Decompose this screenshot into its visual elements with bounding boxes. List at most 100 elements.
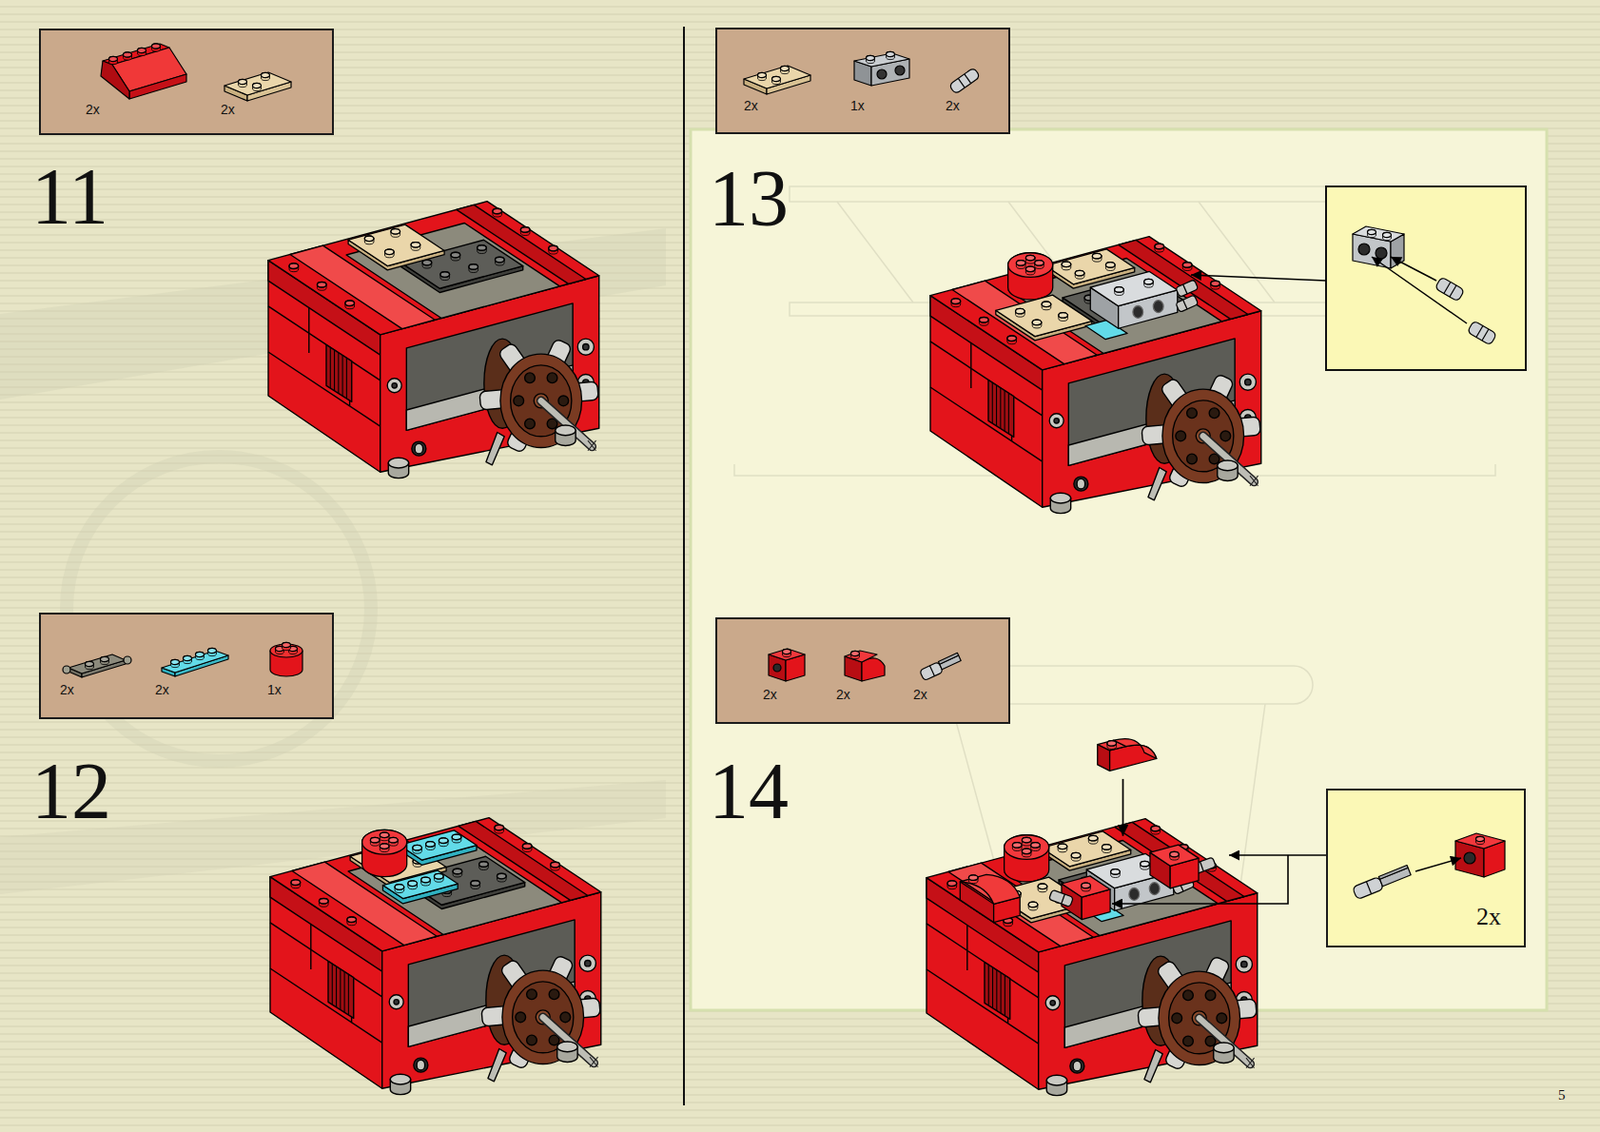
step-number: 13 (708, 158, 789, 239)
model-step-12 (362, 829, 477, 903)
part-count: 2x (155, 682, 170, 697)
model-step-11 (348, 224, 445, 271)
callout-14-art (1463, 852, 1476, 864)
callout-13 (1443, 281, 1451, 293)
callout-13 (1383, 232, 1392, 240)
parts-step-12 (195, 651, 205, 660)
callout-13 (1326, 186, 1526, 371)
callout-14-art (1352, 833, 1505, 900)
parts-box-grounds (715, 617, 1011, 724)
callout-14-art (1476, 836, 1485, 844)
parts-step-11 (129, 74, 187, 99)
part-count: 2x (913, 687, 928, 702)
parts-step-12 (85, 661, 95, 669)
parts-box-grounds (39, 28, 334, 136)
model-step-11 (268, 201, 600, 479)
part-count: 2x (59, 682, 75, 697)
callout-14-art (1352, 877, 1385, 900)
callout-13 (1434, 276, 1464, 302)
part-count: 2x (945, 98, 960, 113)
parts-step-14 (773, 663, 781, 672)
part-count: 1x (267, 682, 282, 697)
parts-step-14 (929, 665, 935, 677)
step-number: 14 (708, 751, 789, 832)
parts-box-grounds (1326, 788, 1526, 948)
model-step-11 (268, 201, 600, 479)
parts-box-grounds (39, 612, 334, 720)
callout-13 (1352, 226, 1405, 242)
callout-13 (1326, 186, 1526, 371)
highlight-panel (690, 129, 1547, 1011)
parts-step-12 (183, 655, 193, 664)
model-step-14 (926, 739, 1258, 1096)
part-count: 2x (836, 687, 851, 702)
part-count: 2x (743, 98, 759, 113)
parts-step-13 (866, 55, 876, 63)
callout-14-art (1365, 881, 1371, 895)
new-part (1097, 739, 1157, 772)
parts-step-14 (768, 648, 962, 682)
column-divider (682, 26, 685, 1106)
parts-step-14 (844, 650, 878, 663)
parts-step-12 (161, 650, 229, 673)
parts-step-12 (68, 654, 126, 674)
parts-step-11 (224, 72, 292, 101)
page-number: 5 (1558, 1088, 1566, 1103)
parts-list-box: 2x1x2x (715, 27, 1011, 135)
part-count: 2x (85, 102, 100, 117)
callout-13 (1371, 256, 1467, 324)
callout-13 (1466, 320, 1497, 346)
parts-list-box: 2x 2x 2x (715, 617, 1011, 724)
parts-step-12 (100, 656, 110, 664)
parts-step-12 (62, 642, 303, 678)
parts-step-12 (123, 656, 132, 664)
parts-step-13 (743, 65, 811, 95)
parts-step-13 (964, 74, 972, 84)
parts-step-13 (948, 67, 980, 95)
model-step-14 (926, 819, 1258, 1096)
callout-13 (1434, 276, 1464, 302)
part-count: 2x (762, 687, 778, 702)
parts-step-13 (957, 78, 965, 88)
model-step-14 (959, 844, 1216, 922)
callout-count: 2x (1476, 904, 1502, 930)
parts-step-14 (919, 652, 963, 681)
model-step-13 (995, 249, 1199, 341)
parts-step-12 (171, 659, 180, 667)
parts-step-13 (854, 53, 910, 67)
model-step-12 (270, 818, 602, 1095)
placement-arrow (1122, 779, 1125, 837)
step-number: 12 (31, 751, 112, 832)
callout-arrow (1190, 274, 1327, 281)
parts-step-12 (208, 647, 217, 656)
callout-box: 2x (1326, 788, 1526, 948)
part-count: 2x (220, 102, 235, 117)
parts-step-13 (886, 51, 896, 59)
parts-step-14 (768, 648, 805, 661)
callout-13 (1449, 285, 1457, 297)
parts-step-14 (937, 652, 958, 664)
new-part (1113, 739, 1157, 760)
parts-step-13 (948, 67, 980, 95)
parts-step-12 (62, 665, 71, 674)
parts-step-13 (743, 51, 981, 95)
model-step-13 (930, 236, 1262, 514)
parts-step-11 (100, 43, 292, 101)
parts-list-box: 2x 2x 1x (39, 612, 334, 720)
callout-13 (1482, 329, 1489, 341)
parts-step-11 (109, 56, 118, 64)
callout-14-art (1378, 865, 1408, 880)
parts-step-13 (877, 69, 887, 79)
parts-step-14 (851, 650, 860, 659)
callout-13 (1352, 226, 1498, 346)
parts-step-11 (123, 52, 133, 60)
callout-arrows (1229, 854, 1327, 857)
parts-step-11 (137, 47, 147, 56)
parts-step-13 (895, 65, 905, 76)
parts-list-box: 2x 2x (39, 28, 334, 136)
parts-step-11 (100, 60, 130, 99)
